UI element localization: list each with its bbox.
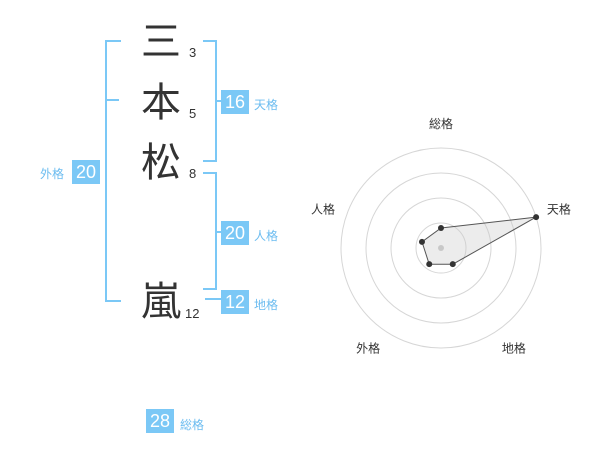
radar-ring: [340, 147, 542, 349]
radar-ring: [415, 222, 467, 274]
jinkaku-label: 人格: [254, 229, 279, 243]
tenkaku-value: 16: [221, 90, 249, 114]
jinkaku-bracket-tick: [215, 231, 223, 233]
stroke-count-2: 5: [189, 106, 197, 121]
gaikaku-bracket: [105, 40, 121, 302]
tenkaku-bracket-tick: [215, 100, 223, 102]
radar-ring: [390, 197, 492, 299]
chikaku-value: 12: [221, 290, 249, 314]
radar-axis-label: 外格: [356, 340, 380, 355]
jinkaku-value: 20: [221, 221, 249, 245]
radar-point: [438, 225, 444, 231]
chikaku-label: 地格: [254, 298, 279, 312]
radar-axis-label: 地格: [502, 340, 526, 355]
radar-point: [418, 238, 425, 245]
stroke-count-3: 8: [189, 166, 197, 181]
radar-point: [533, 214, 540, 221]
tenkaku-label: 天格: [254, 98, 279, 112]
radar-ring: [365, 172, 517, 324]
soukaku-label: 総格: [180, 418, 205, 432]
radar-center-dot: [438, 245, 444, 251]
name-char-2: 本: [141, 80, 181, 126]
gaikaku-label: 外格: [40, 167, 65, 181]
chikaku-bracket-tick: [205, 298, 223, 300]
radar-axis-label: 総格: [429, 116, 453, 131]
gaikaku-bracket-tick: [105, 99, 119, 101]
name-char-3: 松: [141, 140, 181, 186]
stroke-count-1: 3: [189, 45, 197, 60]
radar-point: [426, 261, 433, 268]
name-char-1: 三: [141, 19, 181, 65]
radar-polygon: [421, 216, 537, 265]
radar-axis-label: 人格: [311, 202, 335, 217]
gaikaku-value: 20: [72, 160, 100, 184]
stroke-count-4: 12: [185, 306, 200, 321]
soukaku-value: 28: [146, 409, 174, 433]
radar-axis-label: 天格: [547, 202, 571, 217]
radar-point: [449, 261, 456, 268]
name-char-4: 嵐: [141, 279, 181, 325]
